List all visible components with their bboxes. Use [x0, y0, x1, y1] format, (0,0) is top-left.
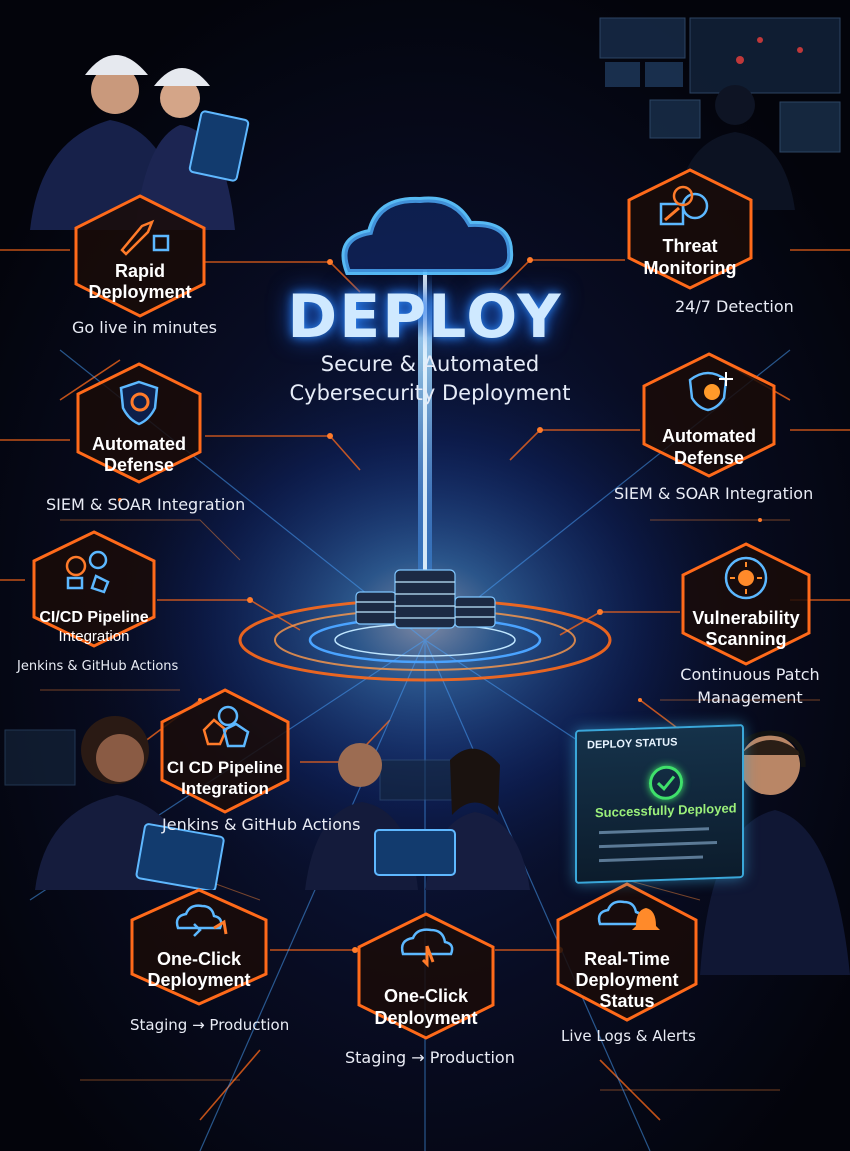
pipeline-icon: [65, 550, 110, 594]
badge-cicd-pipeline-left: CI/CD Pipeline Integration: [30, 528, 158, 650]
cloud-bell-icon: [597, 900, 660, 930]
target-sun-icon: [724, 556, 768, 600]
checkmark-icon: [649, 765, 683, 801]
caption-rapid-deployment: Go live in minutes: [72, 318, 217, 337]
pipeline-blocks-icon: [202, 705, 250, 748]
hero-title: DEPLOY: [287, 282, 563, 352]
badge-cicd-pipeline-mid: CI CD Pipeline Integration: [158, 686, 292, 816]
badge-label-line-2: Deployment: [88, 282, 192, 302]
badge-label-line-3: Status: [599, 991, 655, 1011]
team-center-bottom: [305, 743, 530, 890]
deploy-status-panel: DEPLOY STATUS Successfully Deployed: [575, 724, 744, 884]
badge-label-line-1: Real-Time: [584, 949, 670, 969]
magnifier-icon: [659, 185, 709, 226]
hero-subtitle-line-2: Cybersecurity Deployment: [289, 381, 571, 405]
status-panel-title: DEPLOY STATUS: [587, 736, 678, 752]
badge-label-line-2: Defense: [673, 448, 745, 468]
badge-label-line-1: Threat: [662, 236, 718, 256]
status-log-line: [599, 840, 717, 849]
badge-label-line-1: Automated: [92, 434, 186, 454]
cloud-click-icon: [400, 928, 454, 968]
caption-cicd-pipeline-mid: Jenkins & GitHub Actions: [162, 815, 361, 834]
badge-threat-monitoring: Threat Monitoring: [625, 166, 755, 292]
badge-label-line-1: Vulnerability: [692, 608, 800, 628]
caption-automated-defense-right: SIEM & SOAR Integration: [614, 484, 814, 503]
badge-label-line-1: One-Click: [156, 949, 242, 969]
badge-real-time-status: Real-Time Deployment Status: [554, 880, 700, 1024]
badge-label-line-2: Integration: [58, 628, 130, 645]
caption-automated-defense-left: SIEM & SOAR Integration: [46, 495, 246, 514]
caption-real-time-status: Live Logs & Alerts: [561, 1027, 696, 1045]
badge-label-line-2: Defense: [103, 455, 175, 475]
badge-label-line-1: CI CD Pipeline: [166, 758, 284, 777]
status-log-line: [599, 827, 709, 835]
hero-subtitle-line-1: Secure & Automated: [320, 352, 540, 376]
badge-one-click-left: One-Click Deployment: [128, 886, 270, 1008]
badge-rapid-deployment: Rapid Deployment: [72, 192, 208, 320]
badge-one-click-mid: One-Click Deployment: [355, 910, 497, 1042]
shield-gear-icon: [119, 380, 159, 426]
badge-label-line-2: Deployment: [374, 1008, 478, 1028]
badge-label-line-1: CI/CD Pipeline: [39, 609, 149, 626]
server-stack-icon: [355, 569, 496, 629]
caption-vulnerability-line-1: Continuous Patch: [680, 665, 820, 684]
caption-one-click-mid: Staging → Production: [345, 1048, 515, 1067]
caption-one-click-left: Staging → Production: [130, 1016, 290, 1034]
cloud-arrow-icon: [175, 904, 228, 937]
shield-bulb-icon: [688, 371, 733, 412]
badge-label-line-2: Deployment: [147, 970, 251, 990]
caption-threat-monitoring: 24/7 Detection: [675, 297, 794, 316]
badge-label-line-2: Integration: [181, 779, 269, 798]
status-log-line: [599, 855, 703, 863]
badge-label-line-2: Scanning: [705, 629, 787, 649]
badge-automated-defense-right: Automated Defense: [640, 350, 778, 480]
badge-label-line-2: Deployment: [575, 970, 679, 990]
badge-label-line-2: Monitoring: [643, 258, 737, 278]
badge-label-line-1: Rapid: [114, 261, 165, 281]
caption-vulnerability-line-2: Management: [697, 688, 803, 707]
woman-laptop-bottom-left: [35, 716, 225, 890]
badge-automated-defense-left: Automated Defense: [74, 360, 204, 486]
badge-label-line-1: Automated: [662, 426, 756, 446]
caption-cicd-pipeline-left: Jenkins & GitHub Actions: [17, 659, 179, 674]
cloud-icon: [341, 196, 514, 275]
badge-vulnerability-scanning: Vulnerability Scanning: [679, 540, 813, 668]
badge-label-line-1: One-Click: [383, 986, 469, 1006]
rocket-icon: [120, 219, 170, 256]
status-success-message: Successfully Deployed: [595, 800, 737, 821]
